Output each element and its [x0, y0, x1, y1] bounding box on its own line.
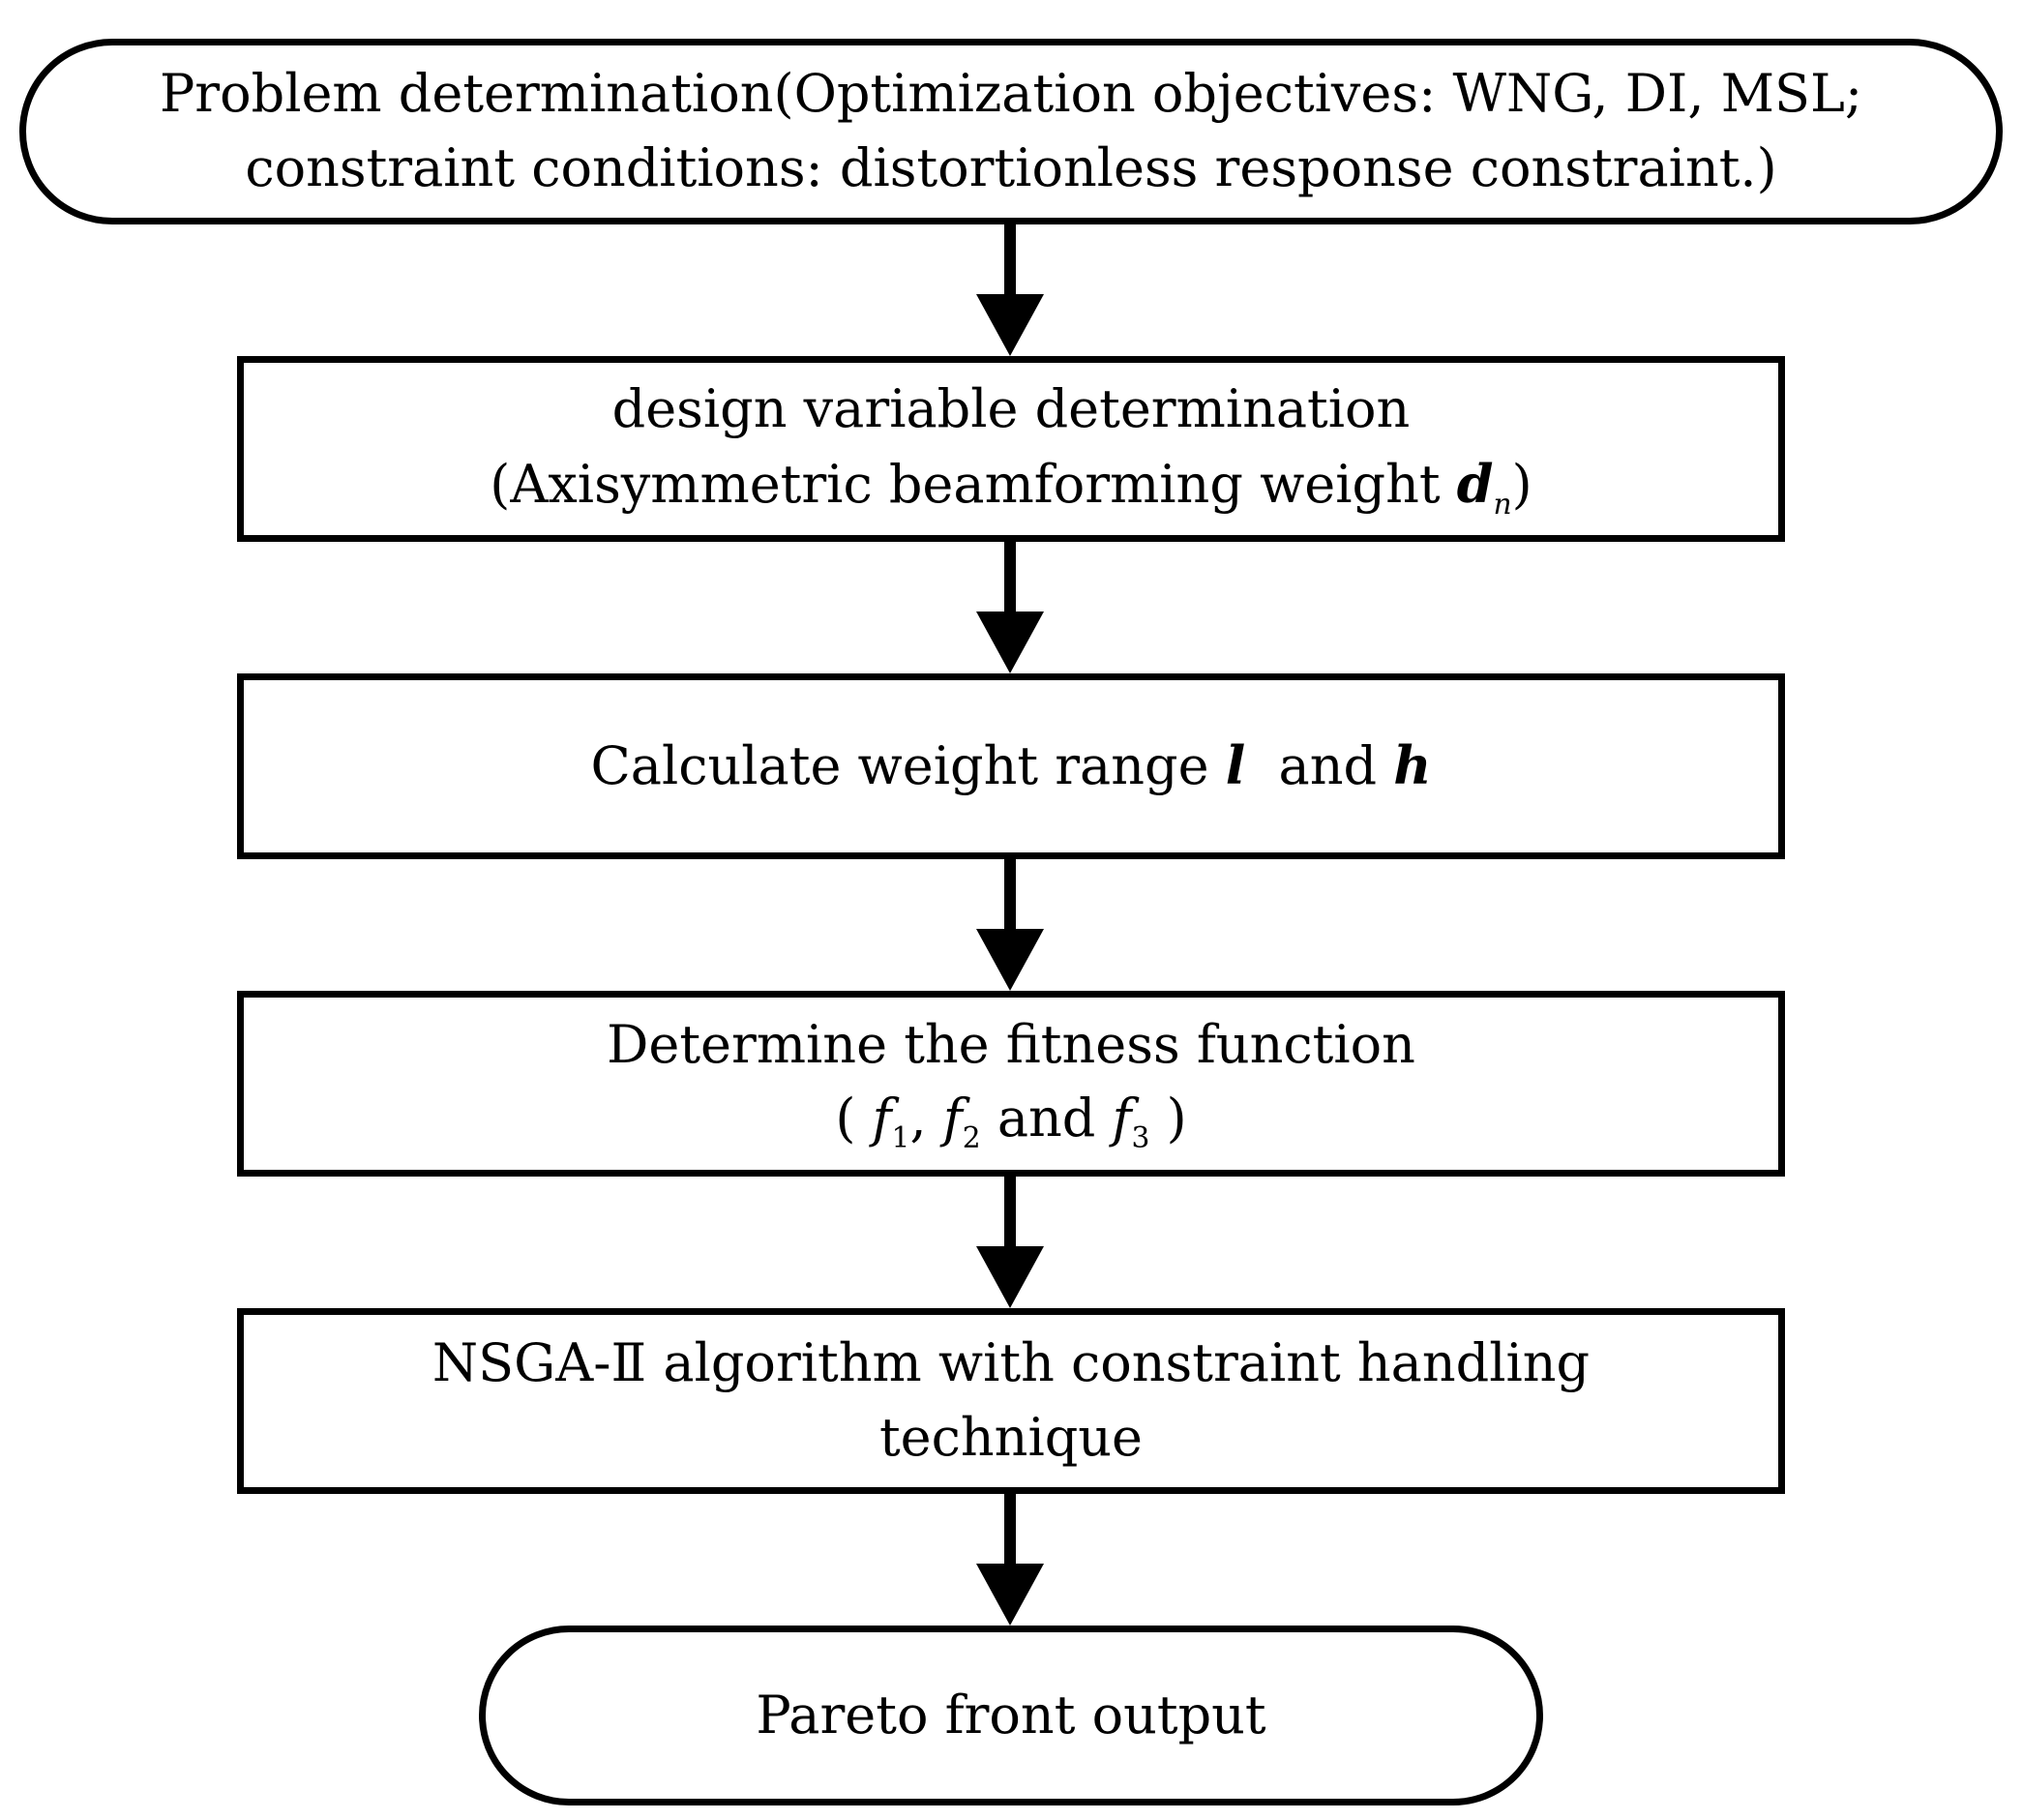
f2-sub: 2 [962, 1121, 981, 1156]
design-variable-tail: ) [1511, 453, 1532, 515]
arrow-2 [976, 542, 1044, 673]
symbol-h: h [1393, 734, 1432, 797]
weight-range-box: Calculate weight range l and h [237, 673, 1785, 859]
fitness-box: Determine the fitness function ( f1, f2 … [237, 991, 1785, 1177]
symbol-l: l [1225, 734, 1246, 797]
fitness-open: ( [835, 1088, 873, 1149]
end-line: Pareto front output [756, 1684, 1266, 1745]
design-variable-line-2-text: (Axisymmetric beamforming weight [490, 453, 1457, 515]
f2-symbol: f [942, 1088, 963, 1149]
start-line-2: constraint conditions: distortionless re… [245, 137, 1777, 198]
arrow-1 [976, 224, 1044, 356]
f1-symbol: f [872, 1088, 892, 1149]
fitness-sep-2: and [980, 1088, 1113, 1149]
nsga-box: NSGA-Ⅱ algorithm with constraint handlin… [237, 1308, 1785, 1494]
arrow-5 [976, 1494, 1044, 1626]
end-terminal: Pareto front output [479, 1626, 1543, 1805]
f1-sub: 1 [891, 1121, 910, 1156]
fitness-line-1: Determine the fitness function [607, 1013, 1415, 1075]
f3-sub: 3 [1131, 1121, 1150, 1156]
f3-symbol: f [1112, 1088, 1132, 1149]
design-variable-box: design variable determination (Axisymmet… [237, 356, 1785, 542]
fitness-sep-1: , [909, 1088, 943, 1149]
fitness-close: ) [1149, 1088, 1187, 1149]
weight-range-text: Calculate weight range [590, 735, 1226, 797]
start-line-1: Problem determination(Optimization objec… [159, 63, 1863, 125]
nsga-line-2: technique [878, 1407, 1144, 1468]
weight-range-and: and [1245, 735, 1394, 797]
weight-symbol: d [1456, 452, 1494, 515]
fitness-line-2: ( f1, f2 and f3 ) [835, 1082, 1186, 1159]
design-variable-line-1: design variable determination [611, 378, 1411, 440]
nsga-line-1: NSGA-Ⅱ algorithm with constraint handlin… [431, 1332, 1591, 1394]
arrow-3 [976, 859, 1044, 991]
start-terminal: Problem determination(Optimization objec… [19, 39, 2003, 224]
design-variable-line-2: (Axisymmetric beamforming weight dn) [490, 447, 1532, 525]
weight-symbol-sub: n [1493, 487, 1512, 522]
arrow-4 [976, 1177, 1044, 1308]
weight-range-line: Calculate weight range l and h [590, 729, 1431, 804]
